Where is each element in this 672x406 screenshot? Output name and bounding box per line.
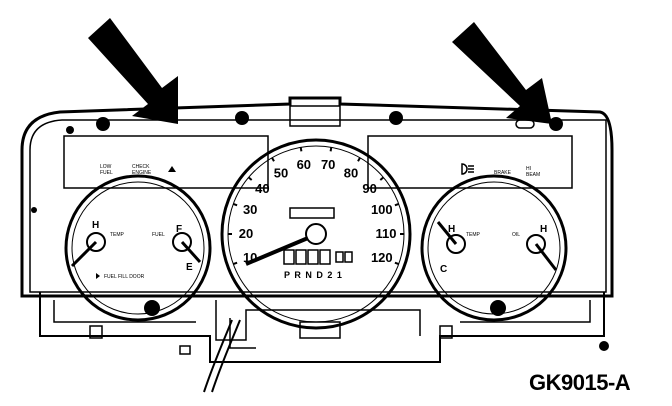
right-warning-labels: BRAKE HI BEAM: [494, 166, 540, 178]
speed-mark: 50: [274, 165, 288, 180]
fuel-empty-label: E: [186, 262, 193, 273]
mounting-screws: [31, 111, 609, 351]
speed-tick: [394, 261, 400, 266]
speed-mark: 80: [344, 165, 358, 180]
fuel-door-note: FUEL FILL DOOR: [104, 274, 145, 280]
temp-cold-label: C: [440, 264, 447, 275]
speed-tick: [394, 202, 400, 207]
warning-panels: [63, 135, 573, 189]
speed-tick: [232, 261, 238, 266]
speed-mark: 20: [239, 226, 253, 241]
oil-can-icon: [168, 166, 176, 172]
cluster-housing: [20, 96, 614, 363]
speed-tick: [299, 147, 303, 152]
speed-tick: [379, 176, 385, 181]
speed-mark: 40: [255, 181, 269, 196]
speed-mark: 100: [371, 202, 393, 217]
temp-hot-label: H: [448, 224, 455, 235]
temp-gauge-label: TEMP: [466, 232, 481, 238]
low-fuel-label: LOW: [100, 164, 112, 170]
speedometer-ticks: [228, 147, 404, 266]
speed-mark: 60: [297, 157, 311, 172]
brake-label: BRAKE: [494, 170, 512, 176]
fuel-door-arrow-icon: [96, 273, 100, 279]
speed-tick: [271, 157, 275, 162]
left-gauge-pod: H TEMP F E FUEL FUEL FILL DOOR: [64, 174, 212, 322]
speed-mark: 120: [371, 250, 393, 265]
speed-tick: [329, 147, 333, 152]
speed-mark: 110: [376, 226, 397, 241]
left-arrow: [88, 18, 178, 124]
speed-mark: 70: [321, 157, 335, 172]
hi-beam-label: HI: [526, 166, 531, 172]
odometer-display: [283, 249, 353, 265]
left-warning-labels: LOW FUEL CHECK ENGINE: [100, 164, 152, 176]
fuel-full-label: F: [176, 224, 182, 235]
rear-bracket: [89, 300, 453, 355]
speed-tick: [247, 176, 253, 181]
check-engine-label: CHECK: [132, 164, 150, 170]
headlamp-icon: [461, 163, 474, 175]
gear-indicator: P R N D 2 1: [284, 270, 343, 280]
speedometer-cable: [203, 319, 241, 393]
right-arrow: [452, 22, 552, 124]
speed-mark: 30: [243, 202, 257, 217]
right-gauge-label: OIL: [512, 232, 520, 238]
left-gauge-hot-label: H: [92, 220, 99, 231]
speed-tick: [357, 157, 361, 162]
fuel-gauge-label: FUEL: [152, 232, 165, 238]
right-gauge-pod: H C TEMP H OIL: [420, 174, 568, 322]
right-gauge-hot-label: H: [540, 224, 547, 235]
svg-text:FUEL: FUEL: [100, 170, 113, 176]
left-gauge-label: TEMP: [110, 232, 125, 238]
speed-mark: 90: [362, 181, 376, 196]
svg-text:ENGINE: ENGINE: [132, 170, 152, 176]
speed-tick: [232, 202, 238, 207]
svg-text:BEAM: BEAM: [526, 172, 540, 178]
figure-reference: GK9015-A: [529, 370, 631, 395]
